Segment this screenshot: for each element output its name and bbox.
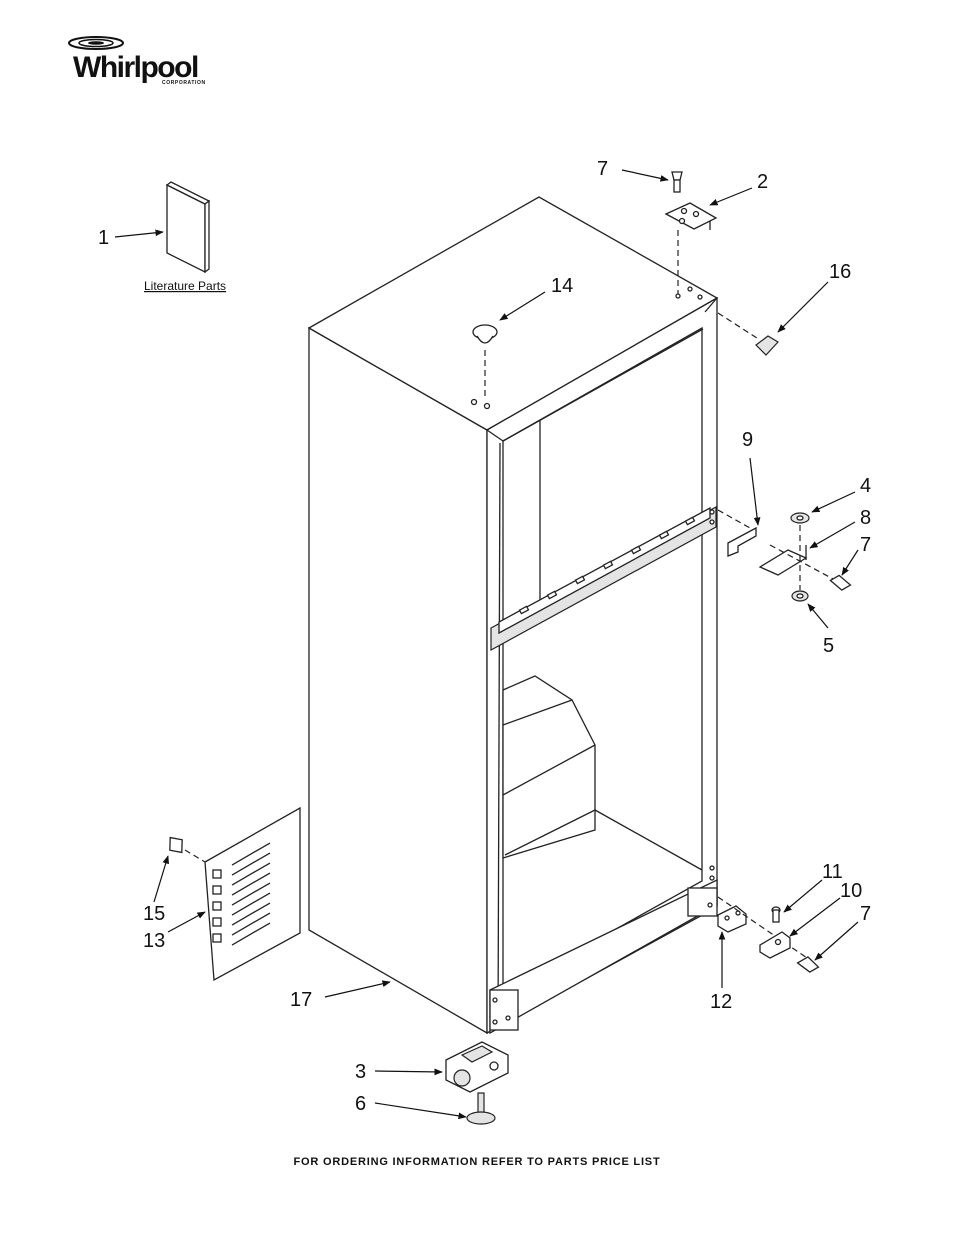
swirl-ring-icon: [68, 36, 124, 50]
brand-name: Whirlpool: [73, 51, 198, 84]
part-number-labels: 1 2 3 4 5 6 7 7 7 8 9 10 11 12 13 14 15 …: [98, 158, 871, 1115]
label-11: 11: [822, 861, 843, 883]
label-7-bottom: 7: [860, 903, 871, 925]
top-hinge-screw-icon: [671, 171, 683, 193]
leader-lines: [114, 169, 859, 1120]
center-hinge-screw-icon: [829, 574, 852, 591]
ordering-info-footer: FOR ORDERING INFORMATION REFER TO PARTS …: [294, 1156, 661, 1168]
literature-label: Literature Parts: [144, 279, 226, 293]
top-hinge: [664, 171, 718, 294]
hinge-shim: [727, 526, 757, 557]
top-hinge-plate: [664, 202, 718, 230]
bottom-hinge-assembly: [717, 896, 820, 973]
hinge-pin-icon: [771, 906, 781, 923]
label-4: 4: [860, 475, 871, 497]
label-7-top: 7: [597, 158, 608, 180]
center-hinge-assembly: [717, 509, 852, 602]
label-14: 14: [551, 275, 573, 297]
rear-access-cover: [169, 806, 301, 982]
label-13: 13: [143, 930, 165, 952]
top-hole-plug: [472, 324, 498, 400]
label-12: 12: [710, 991, 732, 1013]
label-8: 8: [860, 507, 871, 529]
hinge-cover: [717, 312, 779, 356]
leveling-leg: [466, 1092, 496, 1125]
center-hinge-plate: [758, 549, 808, 576]
bottom-hinge-screw-icon: [796, 956, 820, 973]
label-10: 10: [840, 880, 862, 902]
whirlpool-logo: Whirlpool CORPORATION: [68, 36, 206, 86]
front-roller: [445, 1041, 509, 1093]
label-6: 6: [355, 1093, 366, 1115]
cover-screw-icon: [169, 836, 183, 854]
hinge-spacer: [717, 905, 747, 933]
refrigerator-cabinet: [307, 196, 719, 1035]
brand-subtitle: CORPORATION: [162, 80, 206, 86]
base-corner-right: [687, 887, 718, 917]
literature-parts: Literature Parts: [144, 181, 226, 293]
hinge-cover-icon: [755, 335, 779, 356]
label-17: 17: [290, 989, 312, 1011]
label-2: 2: [757, 171, 768, 193]
cover-vents: [212, 842, 271, 946]
label-9: 9: [742, 429, 753, 451]
rail-slots: [518, 516, 696, 615]
label-5: 5: [823, 635, 834, 657]
label-1: 1: [98, 227, 109, 249]
label-15: 15: [143, 903, 165, 925]
rear-cover-panel: [204, 806, 301, 982]
cabinet-left-side: [308, 326, 488, 1035]
label-7-mid: 7: [860, 534, 871, 556]
label-16: 16: [829, 261, 851, 283]
bottom-hinge-plate: [759, 931, 791, 959]
label-3: 3: [355, 1061, 366, 1083]
